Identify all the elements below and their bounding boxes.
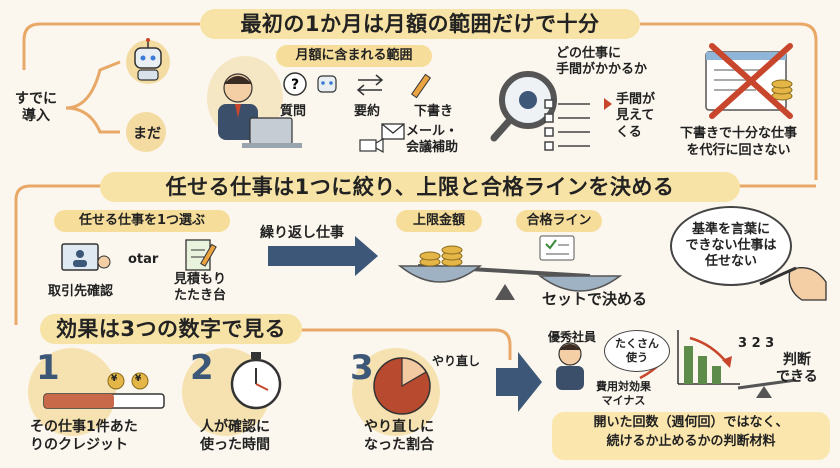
which-job-label: どの仕事に 手間がかかるか bbox=[556, 46, 648, 78]
credit-bar-icon bbox=[43, 393, 165, 409]
summary-arrows-icon bbox=[356, 74, 384, 96]
redo-tag: やり直し bbox=[432, 354, 481, 368]
effort-visible-label: 手間が 見えて くる bbox=[616, 92, 656, 140]
choose-one-heading: 任せる仕事を1つ選ぶ bbox=[54, 210, 230, 232]
task-client-check: 取引先確認 bbox=[48, 284, 114, 299]
mail-icon bbox=[381, 123, 405, 140]
thought-bubble: 基準を言葉に できない仕事は 任せない bbox=[670, 206, 792, 286]
included-item-summary: 要約 bbox=[354, 104, 381, 119]
hand-pen-icon bbox=[759, 266, 827, 301]
conclusion-note: 開いた回数（週何回）ではなく、 続けるか止めるかの判断材料 bbox=[552, 412, 830, 460]
included-item-draft: 下書き bbox=[414, 104, 454, 119]
employee-icon bbox=[556, 342, 584, 390]
cost-negative-label: 費用対効果 マイナス bbox=[596, 380, 651, 407]
monitor-person-icon bbox=[61, 243, 111, 271]
included-item-question: 質問 bbox=[280, 104, 307, 119]
crossed-dashboard-icon bbox=[705, 43, 793, 119]
section3-title: 効果は3つの数字で見る bbox=[40, 314, 302, 344]
checklist-icon bbox=[544, 99, 590, 151]
connector-lines bbox=[14, 22, 818, 360]
coin-symbol-2: ¥ bbox=[135, 374, 142, 384]
pointer-arrow-icon bbox=[604, 98, 612, 110]
metric1-number: 1 bbox=[36, 348, 60, 388]
question-icon: ? bbox=[283, 72, 307, 96]
task-estimate-draft: 見積もり たたき台 bbox=[174, 272, 227, 304]
balance-scale-icon bbox=[397, 235, 623, 300]
bar-chart-icon bbox=[677, 330, 740, 385]
coin-symbol-1: ¥ bbox=[111, 374, 118, 384]
no-delegate-label: 下書きで十分な仕事 を代行に回さない bbox=[680, 126, 798, 158]
pass-label: 合格ライン bbox=[516, 210, 602, 232]
later-circle bbox=[126, 112, 166, 152]
pencil-icon bbox=[410, 73, 432, 99]
metric1-bg bbox=[28, 348, 116, 436]
speech-bubble: たくさん 使う bbox=[604, 330, 670, 372]
metric1-label: その仕事1件あた りのクレジット bbox=[30, 419, 138, 454]
task-separator: otar bbox=[128, 252, 159, 267]
set-decide-label: セットで決める bbox=[542, 290, 648, 308]
branch-later-label: まだ bbox=[133, 126, 161, 142]
stopwatch-icon bbox=[230, 352, 282, 410]
repeat-job-label: 繰り返し仕事 bbox=[260, 225, 344, 241]
video-camera-icon bbox=[359, 137, 384, 154]
small-scale-icon bbox=[737, 378, 797, 398]
cap-label: 上限金額 bbox=[396, 210, 482, 232]
included-item-mail: メール・ 会議補助 bbox=[406, 124, 459, 156]
employee-label: 優秀社員 bbox=[548, 330, 597, 344]
result-arrow-icon bbox=[496, 352, 542, 412]
businessman-at-laptop-icon bbox=[207, 56, 302, 148]
big-arrow-icon bbox=[268, 236, 378, 276]
chart-digits: 3 2 3 bbox=[738, 336, 775, 351]
metric3-number: 3 bbox=[350, 348, 374, 388]
branch-root: すでに 導入 bbox=[8, 82, 64, 134]
section1-title: 最初の1か月は月額の範囲だけで十分 bbox=[200, 9, 640, 39]
coin-icon bbox=[107, 372, 149, 390]
metric2-number: 2 bbox=[190, 348, 214, 388]
section2-title: 任せる仕事は1つに絞り、上限と合格ラインを決める bbox=[100, 172, 740, 202]
svg-text:?: ? bbox=[291, 77, 299, 93]
metric2-label: 人が確認に 使った時間 bbox=[200, 419, 270, 454]
metric3-label: やり直しに なった割合 bbox=[364, 419, 434, 454]
magnifier-icon bbox=[490, 71, 557, 142]
judge-label: 判断 できる bbox=[776, 352, 818, 385]
document-pencil-icon bbox=[185, 239, 217, 271]
included-heading: 月額に含まれる範囲 bbox=[276, 45, 432, 67]
robot-small-icon bbox=[317, 75, 337, 93]
redo-pie-icon bbox=[373, 357, 431, 415]
robot-icon bbox=[126, 38, 170, 84]
